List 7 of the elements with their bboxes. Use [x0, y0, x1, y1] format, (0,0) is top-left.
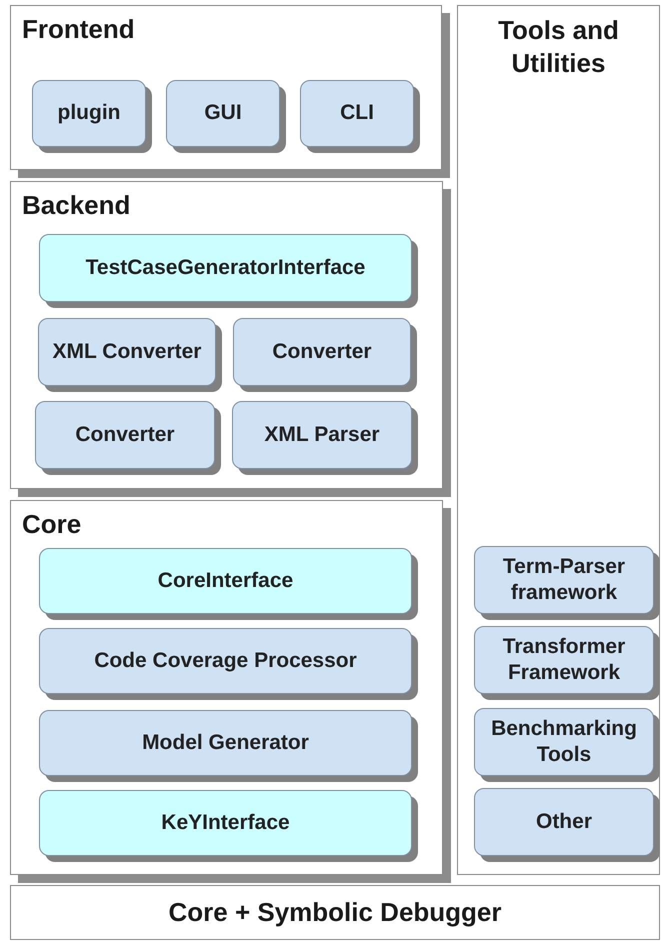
panel-heading: Core — [22, 509, 82, 540]
panel-heading: Backend — [22, 190, 130, 221]
base-bar — [10, 885, 660, 940]
panel-heading: Frontend — [22, 14, 135, 45]
panel-heading: Tools and Utilities — [497, 14, 620, 79]
bar-title: Core + Symbolic Debugger — [167, 896, 503, 929]
group-panel — [457, 5, 660, 875]
